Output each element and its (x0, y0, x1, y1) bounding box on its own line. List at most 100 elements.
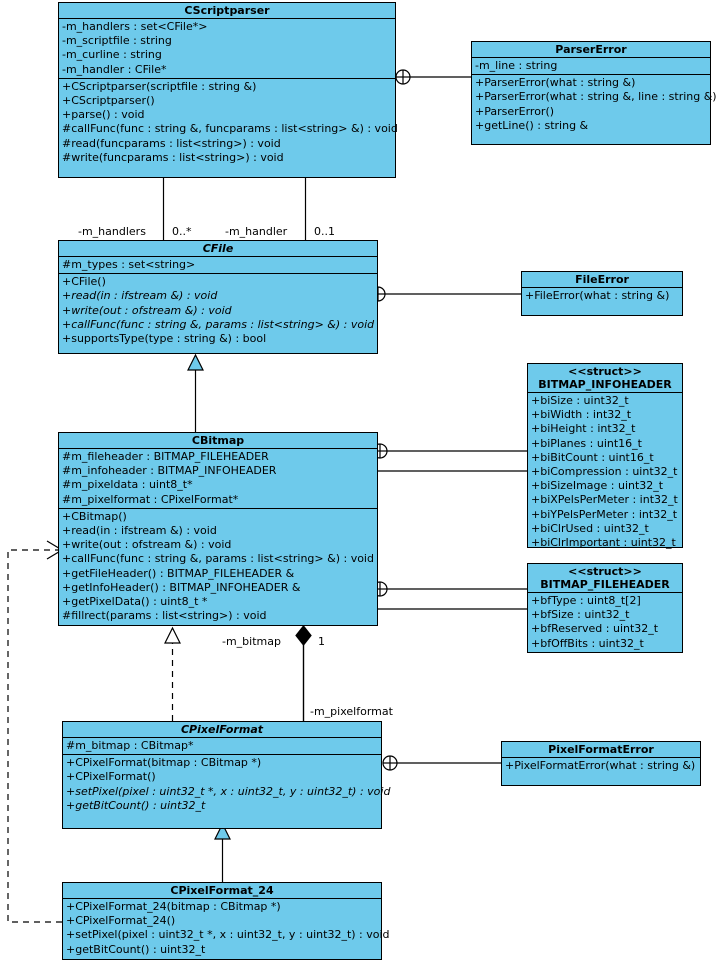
operations-compartment: +PixelFormatError(what : string &) (502, 758, 700, 774)
composition-diamond (295, 625, 312, 646)
attribute-row: #m_types : set<string> (62, 258, 196, 271)
class-title: CPixelFormat (63, 722, 381, 738)
operation-row: +supportsType(type : string &) : bool (62, 332, 267, 346)
attribute-row: +biClrImportant : uint32_t (531, 536, 676, 550)
operation-row: +parse() : void (62, 108, 145, 122)
class-title: CFile (59, 241, 377, 257)
attribute-row: #m_fileheader : BITMAP_FILEHEADER (62, 450, 269, 463)
operation-row: #write(funcparams : list<string>) : void (62, 150, 284, 164)
attributes-compartment: +bfType : uint8_t[2] +bfSize : uint32_t … (528, 593, 682, 652)
operation-row: +ParserError(what : string &) (475, 76, 636, 90)
operation-row: +CPixelFormat() (66, 770, 156, 784)
attribute-row: +biWidth : int32_t (531, 408, 632, 422)
operations-compartment: +CScriptparser(scriptfile : string &) +C… (59, 79, 398, 166)
operation-row: +setPixel(pixel : uint32_t *, x : uint32… (66, 784, 391, 798)
operation-row: +write(out : ofstream &) : void (62, 303, 232, 317)
attributes-compartment: -m_line : string (472, 58, 710, 76)
assoc-mult-bitmap: 1 (318, 635, 325, 648)
class-title: CPixelFormat_24 (63, 883, 381, 899)
attributes-compartment: -m_handlers : set<CFile*> -m_scriptfile … (59, 19, 395, 79)
attributes-compartment: +biSize : uint32_t +biWidth : int32_t +b… (528, 393, 682, 551)
attribute-row: +biCompression : uint32_t (531, 465, 678, 479)
operation-row: +ParserError(what : string &, line : str… (475, 90, 716, 104)
operation-row: +FileError(what : string &) (525, 289, 670, 302)
operation-row: +CPixelFormat_24() (66, 914, 176, 928)
operation-row: +PixelFormatError(what : string &) (505, 759, 696, 772)
operation-row: +CPixelFormat(bitmap : CBitmap *) (66, 756, 262, 770)
operation-row: +CPixelFormat_24(bitmap : CBitmap *) (66, 900, 281, 913)
attribute-row: +bfSize : uint32_t (531, 608, 630, 622)
attribute-row: #m_pixeldata : uint8_t* (62, 478, 193, 492)
attribute-row: +biClrUsed : uint32_t (531, 521, 649, 535)
attribute-row: -m_curline : string (62, 48, 162, 62)
attribute-row: +bfType : uint8_t[2] (531, 594, 641, 607)
class-cbitmap[interactable]: CBitmap #m_fileheader : BITMAP_FILEHEADE… (58, 432, 378, 626)
operation-row: +setPixel(pixel : uint32_t *, x : uint32… (66, 928, 390, 942)
class-title: BITMAP_FILEHEADER (528, 578, 682, 593)
assoc-label-m-handlers: -m_handlers (78, 225, 146, 238)
operation-row: +read(in : ifstream &) : void (62, 289, 218, 303)
operation-row: +callFunc(func : string &, params : list… (62, 552, 374, 566)
attributes-compartment: #m_bitmap : CBitmap* (63, 738, 381, 756)
attributes-compartment: #m_types : set<string> (59, 257, 377, 275)
operation-row: #fillrect(params : list<string>) : void (62, 609, 267, 623)
assoc-label-m-bitmap: -m_bitmap (222, 635, 281, 648)
operation-row: +CScriptparser() (62, 94, 155, 108)
generalization-arrow-cfile (187, 353, 204, 371)
class-fileerror[interactable]: FileError +FileError(what : string &) (521, 271, 683, 316)
attribute-row: -m_handlers : set<CFile*> (62, 20, 208, 33)
stereotype-label: <<struct>> (568, 365, 642, 378)
operation-row: #callFunc(func : string &, funcparams : … (62, 122, 398, 136)
operations-compartment: +FileError(what : string &) (522, 288, 682, 304)
attribute-row: +biSizeImage : uint32_t (531, 479, 664, 493)
class-bitmap-fileheader[interactable]: <<struct>> BITMAP_FILEHEADER +bfType : u… (527, 563, 683, 653)
operations-compartment: +CPixelFormat_24(bitmap : CBitmap *) +CP… (63, 899, 390, 958)
attribute-row: +biBitCount : uint16_t (531, 450, 654, 464)
attribute-row: +biYPelsPerMeter : int32_t (531, 507, 678, 521)
class-cpixelformat[interactable]: CPixelFormat #m_bitmap : CBitmap* +CPixe… (62, 721, 391, 829)
operation-row: +getPixelData() : uint8_t * (62, 595, 208, 609)
operations-compartment: +ParserError(what : string &) +ParserErr… (472, 75, 716, 134)
realization-arrow-bitmap (164, 626, 181, 644)
class-title: ParserError (472, 42, 710, 58)
attribute-row: -m_handler : CFile* (62, 62, 167, 76)
operation-row: +CFile() (62, 275, 106, 289)
attribute-row: #m_pixelformat : CPixelFormat* (62, 492, 239, 506)
attribute-row: +biXPelsPerMeter : int32_t (531, 493, 678, 507)
class-parsererror[interactable]: ParserError -m_line : string +ParserErro… (471, 41, 716, 145)
operations-compartment: +CBitmap() +read(in : ifstream &) : void… (59, 509, 377, 625)
class-title: BITMAP_INFOHEADER (528, 378, 682, 393)
class-title: CBitmap (59, 433, 377, 449)
assoc-label-m-handler: -m_handler (225, 225, 288, 238)
attribute-row: +biHeight : int32_t (531, 422, 636, 436)
class-bitmap-infoheader[interactable]: <<struct>> BITMAP_INFOHEADER +biSize : u… (527, 363, 683, 551)
operations-compartment: +CPixelFormat(bitmap : CBitmap *) +CPixe… (63, 755, 391, 814)
operation-row: +write(out : ofstream &) : void (62, 538, 232, 552)
operation-row: +read(in : ifstream &) : void (62, 524, 217, 538)
class-pixelformaterror[interactable]: PixelFormatError +PixelFormatError(what … (501, 741, 701, 786)
operation-row: #read(funcparams : list<string>) : void (62, 136, 281, 150)
operation-row: +getLine() : string & (475, 118, 589, 132)
attribute-row: #m_infoheader : BITMAP_INFOHEADER (62, 464, 277, 478)
attribute-row: +bfReserved : uint32_t (531, 622, 659, 636)
operations-compartment: +CFile() +read(in : ifstream &) : void +… (59, 274, 377, 347)
operation-row: +getBitCount() : uint32_t (66, 798, 206, 812)
class-title: PixelFormatError (502, 742, 700, 758)
operation-row: +callFunc(func : string &, params : list… (62, 317, 375, 331)
class-cpixelformat-24[interactable]: CPixelFormat_24 +CPixelFormat_24(bitmap … (62, 882, 390, 960)
assoc-label-m-pixelformat: -m_pixelformat (310, 705, 393, 718)
assoc-mult-handlers: 0..* (172, 225, 192, 238)
operation-row: +CBitmap() (62, 509, 127, 523)
attributes-compartment: #m_fileheader : BITMAP_FILEHEADER #m_inf… (59, 449, 377, 509)
class-title: FileError (522, 272, 682, 288)
class-cscriptparser[interactable]: CScriptparser -m_handlers : set<CFile*> … (58, 2, 398, 178)
class-cfile[interactable]: CFile #m_types : set<string> +CFile() +r… (58, 240, 378, 354)
operation-row: +ParserError() (475, 104, 555, 118)
attribute-row: +biPlanes : uint16_t (531, 436, 642, 450)
attribute-row: +bfOffBits : uint32_t (531, 636, 644, 650)
assoc-mult-handler: 0..1 (314, 225, 335, 238)
generalization-arrow-pixelformat (214, 822, 231, 840)
attribute-row: +biSize : uint32_t (531, 394, 629, 407)
operation-row: +CScriptparser(scriptfile : string &) (62, 79, 257, 93)
stereotype-label: <<struct>> (568, 565, 642, 578)
